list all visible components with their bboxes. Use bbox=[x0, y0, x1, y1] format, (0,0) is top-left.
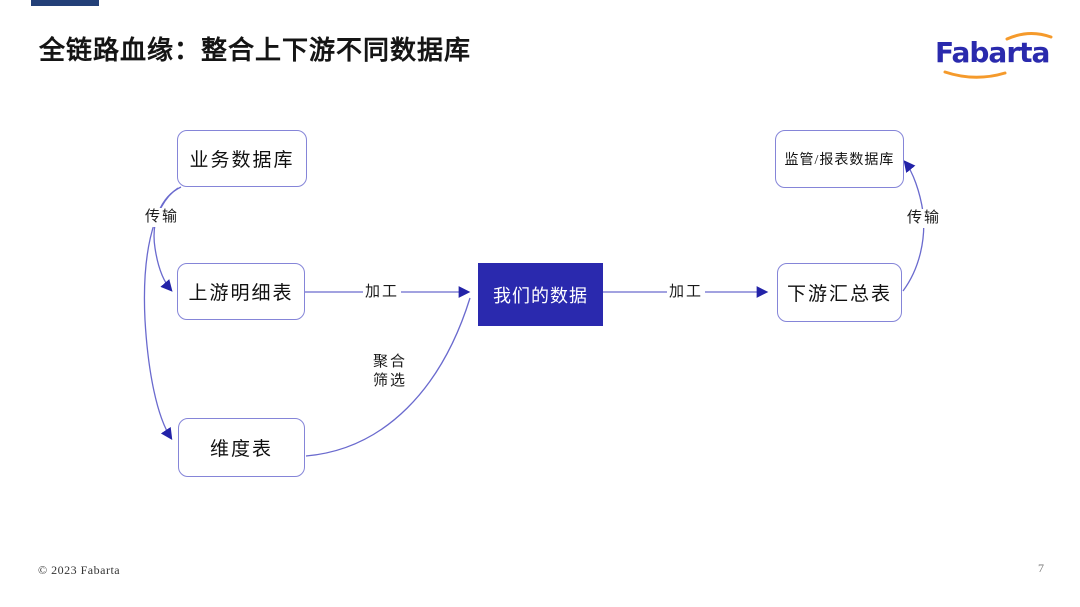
edge-label-aggregate-line2: 筛选 bbox=[373, 373, 408, 389]
edge-label-aggregate-filter: 聚合 筛选 bbox=[371, 353, 410, 391]
node-upstream-detail-table: 上游明细表 bbox=[177, 263, 305, 320]
page-title: 全链路血缘：整合上下游不同数据库 bbox=[39, 36, 472, 65]
logo-swoosh-icon bbox=[943, 32, 1053, 79]
edge-label-process-right: 加工 bbox=[667, 283, 706, 302]
edge-label-aggregate-line1: 聚合 bbox=[373, 354, 408, 370]
node-label: 维度表 bbox=[209, 439, 273, 460]
edge-label-process-left: 加工 bbox=[363, 283, 402, 302]
footer-copyright: © 2023 Fabarta bbox=[38, 563, 121, 577]
node-business-database: 业务数据库 bbox=[177, 130, 307, 187]
edge-label-transfer-left: 传输 bbox=[143, 208, 182, 227]
logo-wordmark: Fabarta bbox=[935, 36, 1050, 69]
edge-dimension-to-ourdata bbox=[305, 297, 471, 457]
node-label: 业务数据库 bbox=[189, 150, 295, 171]
node-label: 我们的数据 bbox=[493, 285, 588, 306]
header-accent-bar bbox=[31, 0, 99, 6]
node-label: 下游汇总表 bbox=[786, 284, 892, 305]
fabarta-logo: Fabarta bbox=[933, 28, 1061, 84]
node-regulatory-report-database: 监管/报表数据库 bbox=[775, 130, 904, 188]
node-label: 上游明细表 bbox=[188, 283, 294, 304]
node-our-data: 我们的数据 bbox=[478, 263, 603, 326]
node-label: 监管/报表数据库 bbox=[784, 153, 895, 168]
node-downstream-summary-table: 下游汇总表 bbox=[777, 263, 902, 322]
node-dimension-table: 维度表 bbox=[178, 418, 305, 477]
page-number: 7 bbox=[1038, 561, 1044, 575]
edge-label-transfer-right: 传输 bbox=[905, 209, 944, 228]
